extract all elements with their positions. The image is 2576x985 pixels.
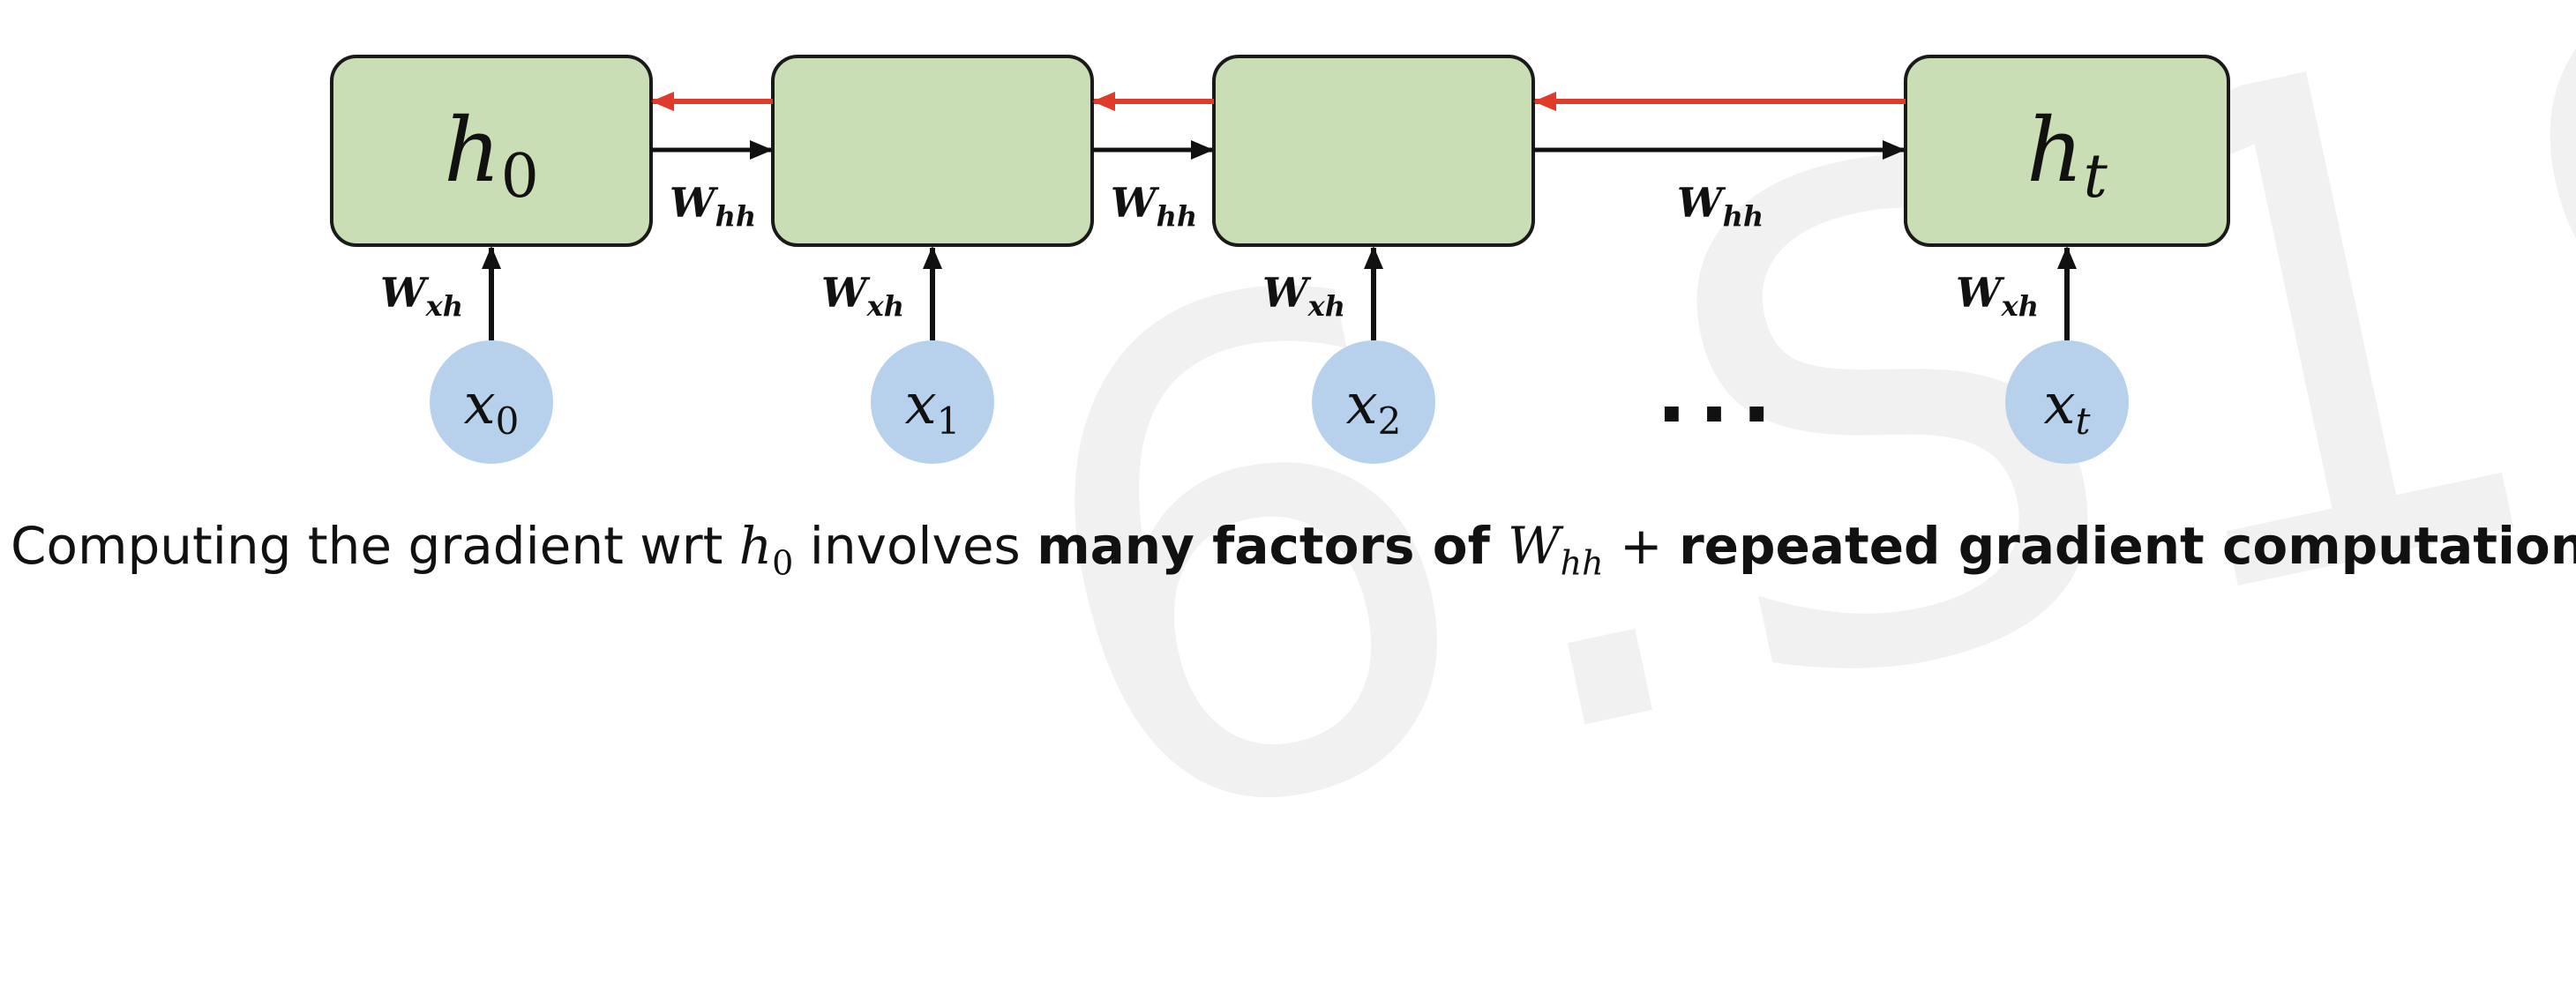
wxh-label-0: Wxh <box>380 269 463 323</box>
rnn-backprop-diagram: 6.S191 h0 ht Whh Whh <box>11 0 2576 985</box>
input-xt <box>2005 340 2129 464</box>
input-x1-label: x1 <box>905 372 961 443</box>
wxh-label-2: Wxh <box>1262 269 1345 323</box>
ellipsis: ... <box>1657 348 1785 441</box>
cell-h0-label: h0 <box>444 99 539 212</box>
input-x2 <box>1312 340 1435 464</box>
cell-ht-label: ht <box>2026 99 2108 212</box>
caption-plus: + <box>1603 516 1680 576</box>
diagram-canvas: h0 ht Whh Whh Whh x0 x1 x2 xt Wxh Wxh Wx… <box>330 55 2230 464</box>
cell-h1 <box>771 55 1094 247</box>
wxh-label-t: Wxh <box>1956 269 2039 323</box>
caption: Computing the gradient wrt h0 involves m… <box>11 516 2576 583</box>
caption-text-1: Computing the gradient wrt <box>11 516 739 576</box>
wxh-label-1: Wxh <box>821 269 904 323</box>
cell-ht <box>1904 55 2230 247</box>
input-x0-label: x0 <box>464 372 520 443</box>
caption-text-2: involves <box>793 516 1037 576</box>
whh-label-2: Whh <box>1111 179 1197 233</box>
caption-h-symbol: h0 <box>738 516 794 583</box>
input-xt-label: xt <box>2044 372 2091 443</box>
input-x0 <box>430 340 553 464</box>
whh-label-1: Whh <box>670 179 756 233</box>
input-x1 <box>871 340 994 464</box>
caption-w-symbol: Whh <box>1508 516 1604 583</box>
cell-h2 <box>1212 55 1535 247</box>
whh-label-3: Whh <box>1677 179 1764 233</box>
caption-bold-1: many factors of <box>1037 516 1508 576</box>
input-x2-label: x2 <box>1346 372 1402 443</box>
caption-bold-2: repeated gradient computation <box>1679 516 2576 576</box>
